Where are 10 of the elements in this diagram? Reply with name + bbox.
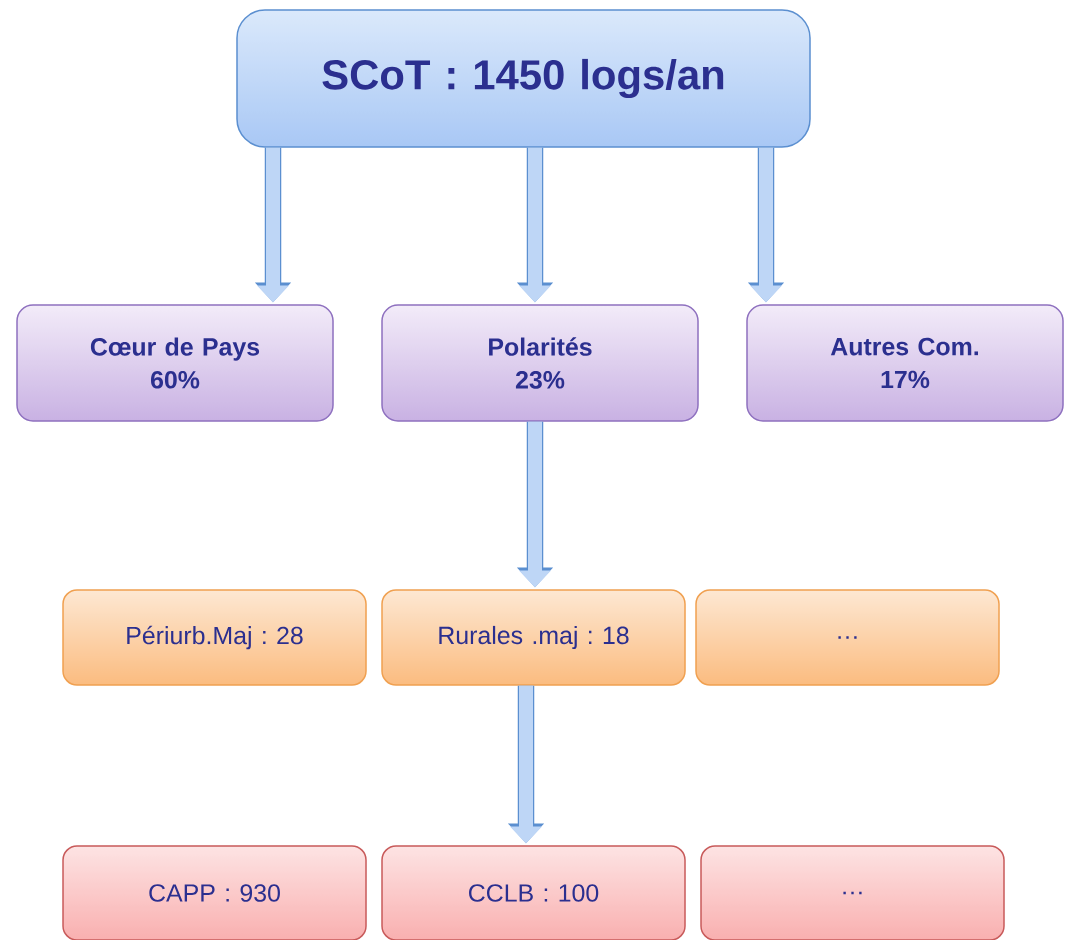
entity-box: …	[700, 845, 1005, 940]
title-box: SCoT : 1450 logs/an	[236, 9, 811, 148]
category-box: Cœur de Pays 60%	[16, 304, 334, 422]
category-box: Autres Com. 17%	[746, 304, 1064, 422]
subcategory-box: …	[695, 589, 1000, 686]
subcategory-box: Périurb.Maj : 28	[62, 589, 367, 686]
entity-box: CAPP : 930	[62, 845, 367, 940]
subcategory-box: Rurales .maj : 18	[381, 589, 686, 686]
category-box: Polarités 23%	[381, 304, 699, 422]
entity-box: CCLB : 100	[381, 845, 686, 940]
